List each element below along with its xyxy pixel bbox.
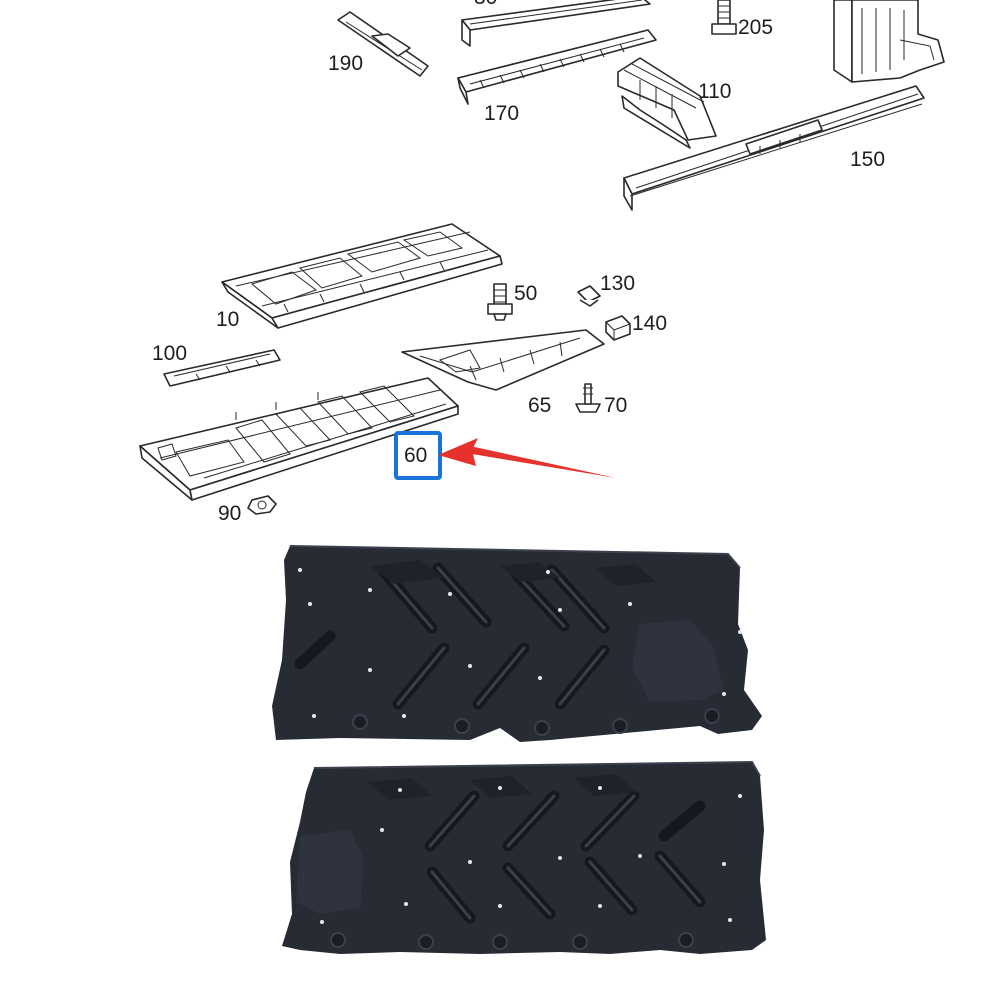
part-140-pad [605, 315, 631, 341]
exploded-parts-diagram: 30 205 190 170 [139, 0, 945, 525]
part-205-bolt [711, 0, 737, 35]
part-70-rivet [575, 383, 601, 413]
part-60-underbody-panel [139, 377, 459, 501]
label-part-100: 100 [152, 342, 187, 365]
label-part-70: 70 [604, 394, 627, 417]
pointer-arrow [438, 438, 616, 478]
part-90-nut [247, 495, 277, 515]
label-part-90: 90 [218, 502, 241, 525]
label-part-130: 130 [600, 272, 635, 295]
part-10-floor-pan [221, 223, 503, 329]
label-part-110: 110 [698, 80, 731, 103]
part-170-rail [457, 29, 657, 105]
label-part-205: 205 [738, 16, 773, 39]
part-190-plate [337, 11, 429, 77]
underbody-shield-upper [272, 545, 762, 742]
label-part-170: 170 [484, 102, 519, 125]
label-part-10: 10 [216, 308, 239, 331]
label-part-50: 50 [514, 282, 537, 305]
label-part-190: 190 [328, 52, 363, 75]
part-110-bracket [617, 57, 717, 149]
label-part-60: 60 [404, 444, 427, 467]
part-100-strip [163, 349, 281, 387]
pillar-bracket [833, 0, 945, 83]
underbody-shield-lower [282, 760, 766, 954]
part-50-bolt [487, 283, 513, 321]
part-150-sill [623, 85, 925, 211]
part-65-panel [401, 329, 605, 391]
product-photo [272, 545, 766, 954]
label-part-65: 65 [528, 394, 551, 417]
label-part-30: 30 [474, 0, 497, 9]
label-part-150: 150 [850, 148, 885, 171]
part-130-clip [577, 285, 601, 307]
label-part-140: 140 [632, 312, 667, 335]
part-30-rail [461, 0, 651, 47]
